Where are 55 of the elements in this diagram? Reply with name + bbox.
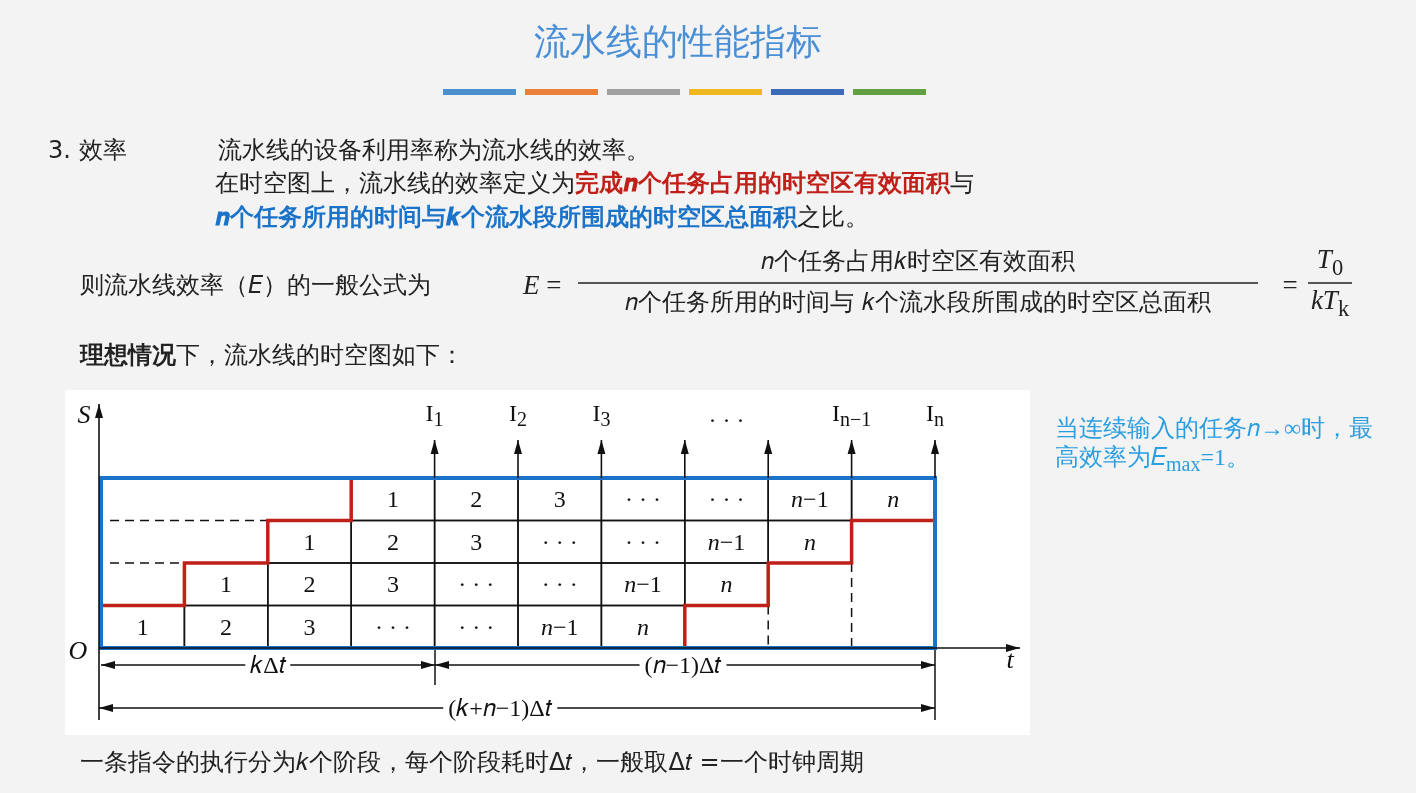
task-number: 3	[303, 612, 316, 642]
task-number: 1	[136, 612, 149, 642]
body-text: 理想情况下，流水线的时空图如下：	[80, 340, 464, 370]
body-text: 与	[950, 169, 974, 198]
task-number: n	[720, 569, 733, 599]
task-number: 2	[220, 612, 233, 642]
task-number: n−1	[624, 569, 662, 599]
task-number: · · ·	[458, 612, 495, 642]
body-text: 在时空图上，流水线的效率定义为	[215, 169, 575, 198]
ellipsis-label: · · ·	[708, 405, 745, 435]
task-number: · · ·	[708, 484, 745, 514]
task-number: 3	[386, 569, 399, 599]
fraction-numerator: T$_{0}$	[1316, 243, 1344, 281]
task-number: 3	[553, 484, 566, 514]
task-number: · · ·	[541, 569, 578, 599]
page-title: 流水线的性能指标	[534, 20, 822, 64]
task-number: · · ·	[541, 527, 578, 557]
output-label: I$_{2}$	[509, 398, 527, 432]
section-heading: 3. 效率	[48, 135, 127, 165]
axis-label: t	[1006, 644, 1014, 676]
fraction-denominator: 𝑛个任务所用的时间与 𝑘个流水段所围成的时空区总面积	[625, 287, 1211, 317]
task-number: n−1	[791, 484, 829, 514]
output-label: I$_{n−1}$	[831, 398, 872, 432]
note-text: 当连续输入的任务𝑛→∞时，最高效率为𝐸$_{max}$=1。	[1055, 414, 1375, 476]
task-number: · · ·	[625, 484, 662, 514]
task-number: · · ·	[374, 612, 411, 642]
formula-text: =	[1282, 268, 1298, 302]
highlighted-term: 𝒏个任务所用的时间与𝒌个流水段所围成的时空区总面积	[215, 203, 797, 232]
axis-label: S	[77, 399, 91, 431]
task-number: n−1	[707, 527, 746, 557]
output-label: I$_{n}$	[926, 398, 944, 432]
task-number: 2	[303, 569, 316, 599]
task-number: 1	[386, 484, 399, 514]
formula-text: E =	[523, 268, 562, 302]
task-number: n	[637, 612, 650, 642]
task-number: 1	[220, 569, 233, 599]
task-number: 2	[470, 484, 483, 514]
axis-label: O	[68, 635, 88, 667]
task-number: n−1	[540, 612, 579, 642]
footnote-text: 一条指令的执行分为𝑘个阶段，每个阶段耗时Δ𝑡，一般取Δ𝑡 =一个时钟周期	[80, 747, 864, 777]
task-number: 3	[470, 527, 483, 557]
task-number: n	[887, 484, 900, 514]
task-number: 1	[303, 527, 316, 557]
highlighted-term: 完成𝒏个任务占用的时空区有效面积	[575, 169, 950, 198]
task-number: n	[803, 527, 816, 557]
task-number: · · ·	[625, 527, 662, 557]
output-label: I$_{1}$	[425, 398, 444, 432]
fraction-numerator: 𝑛个任务占用𝑘时空区有效面积	[761, 246, 1075, 276]
fraction-denominator: kT$_{k}$	[1310, 284, 1350, 322]
task-number: · · ·	[458, 569, 495, 599]
body-text: 流水线的设备利用率称为流水线的效率。	[218, 135, 650, 165]
task-number: 2	[386, 527, 399, 557]
formula-intro: 则流水线效率（E）的一般公式为	[80, 270, 432, 300]
body-text: 之比。	[797, 203, 869, 232]
output-label: I$_{3}$	[592, 398, 611, 432]
